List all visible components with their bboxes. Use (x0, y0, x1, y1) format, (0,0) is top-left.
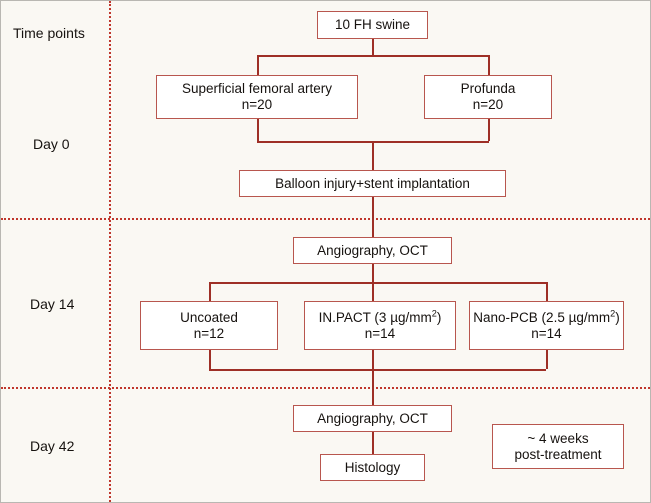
connector-nanopcb-down (546, 350, 548, 369)
connector-to-procedure (372, 141, 374, 170)
row-label-day-42: Day 42 (30, 438, 75, 454)
node-balloon-injury-stent-implantation[interactable]: Balloon injury+stent implantation (239, 170, 506, 197)
node-nanopcb-suffix: ) (615, 309, 620, 325)
connector-to-nanopcb (546, 282, 548, 301)
node-uncoated-line1: Uncoated (180, 309, 238, 325)
row-label-day-0: Day 0 (33, 136, 70, 152)
connector-to-sfa (257, 55, 259, 75)
node-nanopcb-line1: Nano-PCB (2.5 µg/mm2) (473, 308, 620, 326)
node-inpact-line1: IN.PACT (3 µg/mm2) (318, 308, 442, 326)
connector-to-inpact (372, 282, 374, 301)
node-superficial-femoral-artery[interactable]: Superficial femoral artery n=20 (156, 75, 358, 119)
node-profunda-line1: Profunda (460, 81, 516, 97)
node-nanopcb-unit-exponent: 2 (610, 308, 616, 319)
node-cohort-line1: 10 FH swine (334, 17, 411, 33)
node-inpact-unit: µg/mm (390, 309, 432, 325)
node-cohort[interactable]: 10 FH swine (317, 11, 428, 39)
connector-arms-bus (209, 282, 546, 284)
node-sfa-line2: n=20 (241, 97, 273, 112)
node-imaging-d42-line1: Angiography, OCT (317, 410, 428, 426)
connector-cohort-bus (257, 55, 489, 57)
node-profunda-line2: n=20 (472, 97, 504, 112)
node-sfa-line1: Superficial femoral artery (181, 81, 333, 97)
connector-uncoated-down (209, 350, 211, 369)
node-nanopcb-line2: n=14 (531, 325, 562, 341)
connector-to-uncoated (209, 282, 211, 301)
vertical-divider (109, 1, 111, 502)
connector-profunda-down (488, 119, 490, 141)
node-histology[interactable]: Histology (320, 454, 425, 481)
node-inpact-unit-exponent: 2 (431, 308, 437, 319)
node-note-line2: post-treatment (514, 446, 602, 462)
node-angiography-oct-day42[interactable]: Angiography, OCT (293, 405, 452, 432)
node-post-treatment-note[interactable]: ~ 4 weeks post-treatment (492, 424, 624, 469)
node-uncoated-arm[interactable]: Uncoated n=12 (140, 301, 278, 350)
connector-cohort-stem (372, 39, 374, 55)
node-uncoated-line2: n=12 (193, 325, 225, 341)
connector-to-imaging-d42 (372, 369, 374, 405)
node-inpact-suffix: ) (436, 309, 442, 325)
connector-imaging-d42-to-histology (372, 431, 374, 454)
row-label-day-14: Day 14 (30, 296, 75, 312)
connector-to-profunda (488, 55, 490, 75)
node-nanopcb-prefix: Nano-PCB (2.5 (473, 309, 569, 325)
row-label-time-points: Time points (13, 25, 85, 41)
horizontal-divider-day14-day42 (1, 387, 650, 389)
connector-arms-merge-bus (209, 369, 546, 371)
node-inpact-prefix: IN.PACT (3 (318, 309, 391, 325)
horizontal-divider-day0-day14 (1, 218, 650, 220)
node-histology-line1: Histology (344, 459, 401, 475)
node-note-line1: ~ 4 weeks (527, 430, 589, 446)
node-imaging-d14-line1: Angiography, OCT (317, 242, 428, 258)
connector-sfa-down (257, 119, 259, 141)
node-profunda[interactable]: Profunda n=20 (424, 75, 552, 119)
node-procedure-line1: Balloon injury+stent implantation (275, 175, 470, 191)
connector-inpact-down (372, 350, 374, 369)
node-angiography-oct-day14[interactable]: Angiography, OCT (293, 237, 452, 264)
connector-procedure-to-imaging-d14 (372, 197, 374, 237)
node-nano-pcb-arm[interactable]: Nano-PCB (2.5 µg/mm2) n=14 (469, 301, 624, 350)
node-inpact-arm[interactable]: IN.PACT (3 µg/mm2) n=14 (304, 301, 456, 350)
node-inpact-line2: n=14 (364, 325, 396, 341)
node-nanopcb-unit: µg/mm (568, 309, 611, 325)
connector-imaging-d14-stem (372, 264, 374, 282)
